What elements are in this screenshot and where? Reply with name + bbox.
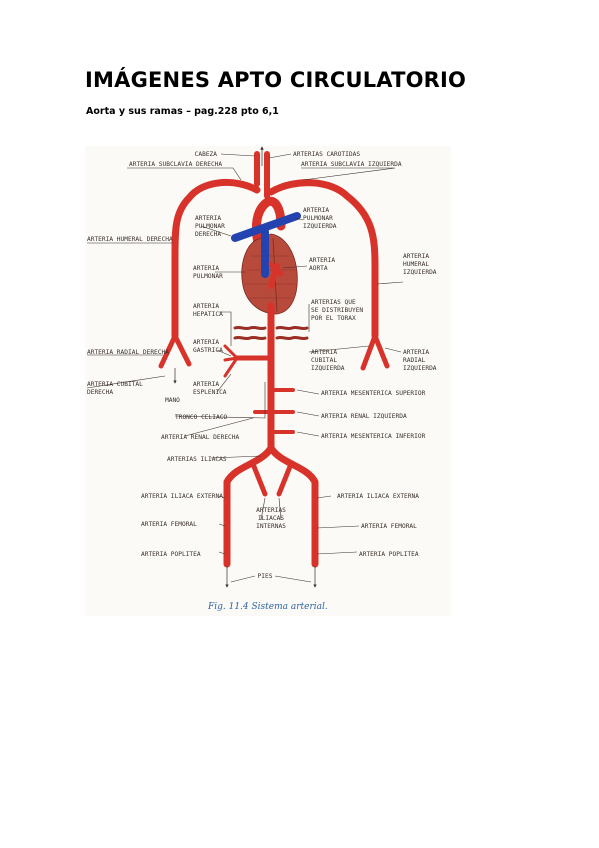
label-pulmonar-izquierda-2: PULMONAR xyxy=(303,215,333,222)
label-gastrica-2: GASTRICA xyxy=(193,347,223,354)
label-pulmonar-1: ARTERIA xyxy=(193,265,219,272)
aorta-thoracic-root xyxy=(268,263,280,289)
label-humeral-derecha: ARTERIA HUMERAL DERECHA xyxy=(87,236,173,243)
label-radial-izquierda-1: ARTERIA xyxy=(403,349,429,356)
right-common-iliac xyxy=(223,444,275,568)
label-hepatica-2: HEPATICA xyxy=(193,311,223,318)
label-cubital-izquierda-3: IZQUIERDA xyxy=(311,365,345,372)
right-internal-iliac xyxy=(250,461,268,497)
label-mesenterica-superior: ARTERIA MESENTERICA SUPERIOR xyxy=(321,390,426,397)
label-pulmonar-derecha-1: ARTERIA xyxy=(195,215,221,222)
label-iliaca-externa-derecha: ARTERIA ILIACA EXTERNA xyxy=(141,493,223,500)
right-radial-artery xyxy=(158,333,178,369)
label-renal-derecha: ARTERIA RENAL DERECHA xyxy=(161,434,240,441)
label-femoral-izquierda: ARTERIA FEMORAL xyxy=(361,523,417,530)
leader-lines xyxy=(86,153,404,583)
label-gastrica-1: ARTERIA xyxy=(193,339,219,346)
label-femoral-derecha: ARTERIA FEMORAL xyxy=(141,521,197,528)
label-hepatica-1: ARTERIA xyxy=(193,303,219,310)
label-torax-2: SE DISTRIBUYEN xyxy=(311,307,363,314)
document-subtitle: Aorta y sus ramas – pag.228 pto 6,1 xyxy=(86,106,279,117)
heart xyxy=(241,233,298,315)
heart-texture xyxy=(245,255,295,299)
label-torax-3: POR EL TORAX xyxy=(311,315,356,322)
label-subclavia-izquierda: ARTERIA SUBCLAVIA IZQUIERDA xyxy=(301,161,402,168)
splenic-artery xyxy=(223,356,239,378)
label-pulmonar-izquierda-1: ARTERIA xyxy=(303,207,329,214)
arterial-system-figure: CABEZA ARTERIAS CAROTIDAS ARTERIA SUBCLA… xyxy=(85,146,451,616)
label-pulmonar-derecha-3: DERECHA xyxy=(195,231,221,238)
label-aorta-2: AORTA xyxy=(309,265,328,272)
label-esplenica-1: ARTERIA xyxy=(193,381,219,388)
label-torax-1: ARTERIAS QUE xyxy=(311,299,356,306)
label-pulmonar-2: PULMONAR xyxy=(193,273,223,280)
hepatic-artery xyxy=(223,344,239,360)
left-common-iliac xyxy=(267,444,319,568)
left-subclavian-artery xyxy=(267,179,379,340)
label-humeral-izquierda-3: IZQUIERDA xyxy=(403,269,437,276)
label-radial-derecha: ARTERIA RADIAL DERECHA xyxy=(87,349,169,356)
label-humeral-izquierda-1: ARTERIA xyxy=(403,253,429,260)
figure-caption: Fig. 11.4 Sistema arterial. xyxy=(207,602,328,612)
label-mano: MANO xyxy=(165,397,180,404)
label-esplenica-2: ESPLENICA xyxy=(193,389,227,396)
label-pulmonar-izquierda-3: IZQUIERDA xyxy=(303,223,337,230)
label-cubital-derecha-1: ARTERIA CUBITAL xyxy=(87,381,143,388)
right-ulnar-artery xyxy=(172,333,192,367)
left-ulnar-artery xyxy=(360,333,378,371)
label-iliaca-externa-izquierda: ARTERIA ILIACA EXTERNA xyxy=(337,493,419,500)
label-pulmonar-derecha-2: PULMONAR xyxy=(195,223,225,230)
arterial-diagram: CABEZA ARTERIAS CAROTIDAS ARTERIA SUBCLA… xyxy=(86,146,437,612)
label-aorta-1: ARTERIA xyxy=(309,257,335,264)
label-cabeza: CABEZA xyxy=(195,151,218,158)
label-cubital-derecha-2: DERECHA xyxy=(87,389,113,396)
thoracic-branches xyxy=(233,325,309,341)
left-internal-iliac xyxy=(276,461,294,497)
left-radial-artery xyxy=(372,333,390,369)
label-poplitea-derecha: ARTERIA POPLITEA xyxy=(141,551,201,558)
label-iliacas-internas-1: ARTERIAS xyxy=(256,507,286,514)
right-subclavian-artery xyxy=(171,178,261,340)
label-pies: PIES xyxy=(258,573,273,580)
label-subclavia-derecha: ARTERIA SUBCLAVIA DERECHA xyxy=(129,161,222,168)
label-iliacas-internas-2: ILIACAS xyxy=(258,515,284,522)
label-carotidas: ARTERIAS CAROTIDAS xyxy=(293,151,360,158)
label-cubital-izquierda-1: ARTERIA xyxy=(311,349,337,356)
document-title: IMÁGENES APTO CIRCULATORIO xyxy=(85,68,467,92)
label-radial-izquierda-3: IZQUIERDA xyxy=(403,365,437,372)
label-poplitea-izquierda: ARTERIA POPLITEA xyxy=(359,551,419,558)
label-cubital-izquierda-2: CUBITAL xyxy=(311,357,337,364)
label-mesenterica-inferior: ARTERIA MESENTERICA INFERIOR xyxy=(321,433,426,440)
label-renal-izquierda: ARTERIA RENAL IZQUIERDA xyxy=(321,413,407,420)
label-tronco-celiaco: TRONCO CELIACO xyxy=(175,414,227,421)
label-iliacas: ARTERIAS ILIACAS xyxy=(167,456,227,463)
label-radial-izquierda-2: RADIAL xyxy=(403,357,426,364)
label-iliacas-internas-3: INTERNAS xyxy=(256,523,286,530)
label-humeral-izquierda-2: HUMERAL xyxy=(403,261,429,268)
